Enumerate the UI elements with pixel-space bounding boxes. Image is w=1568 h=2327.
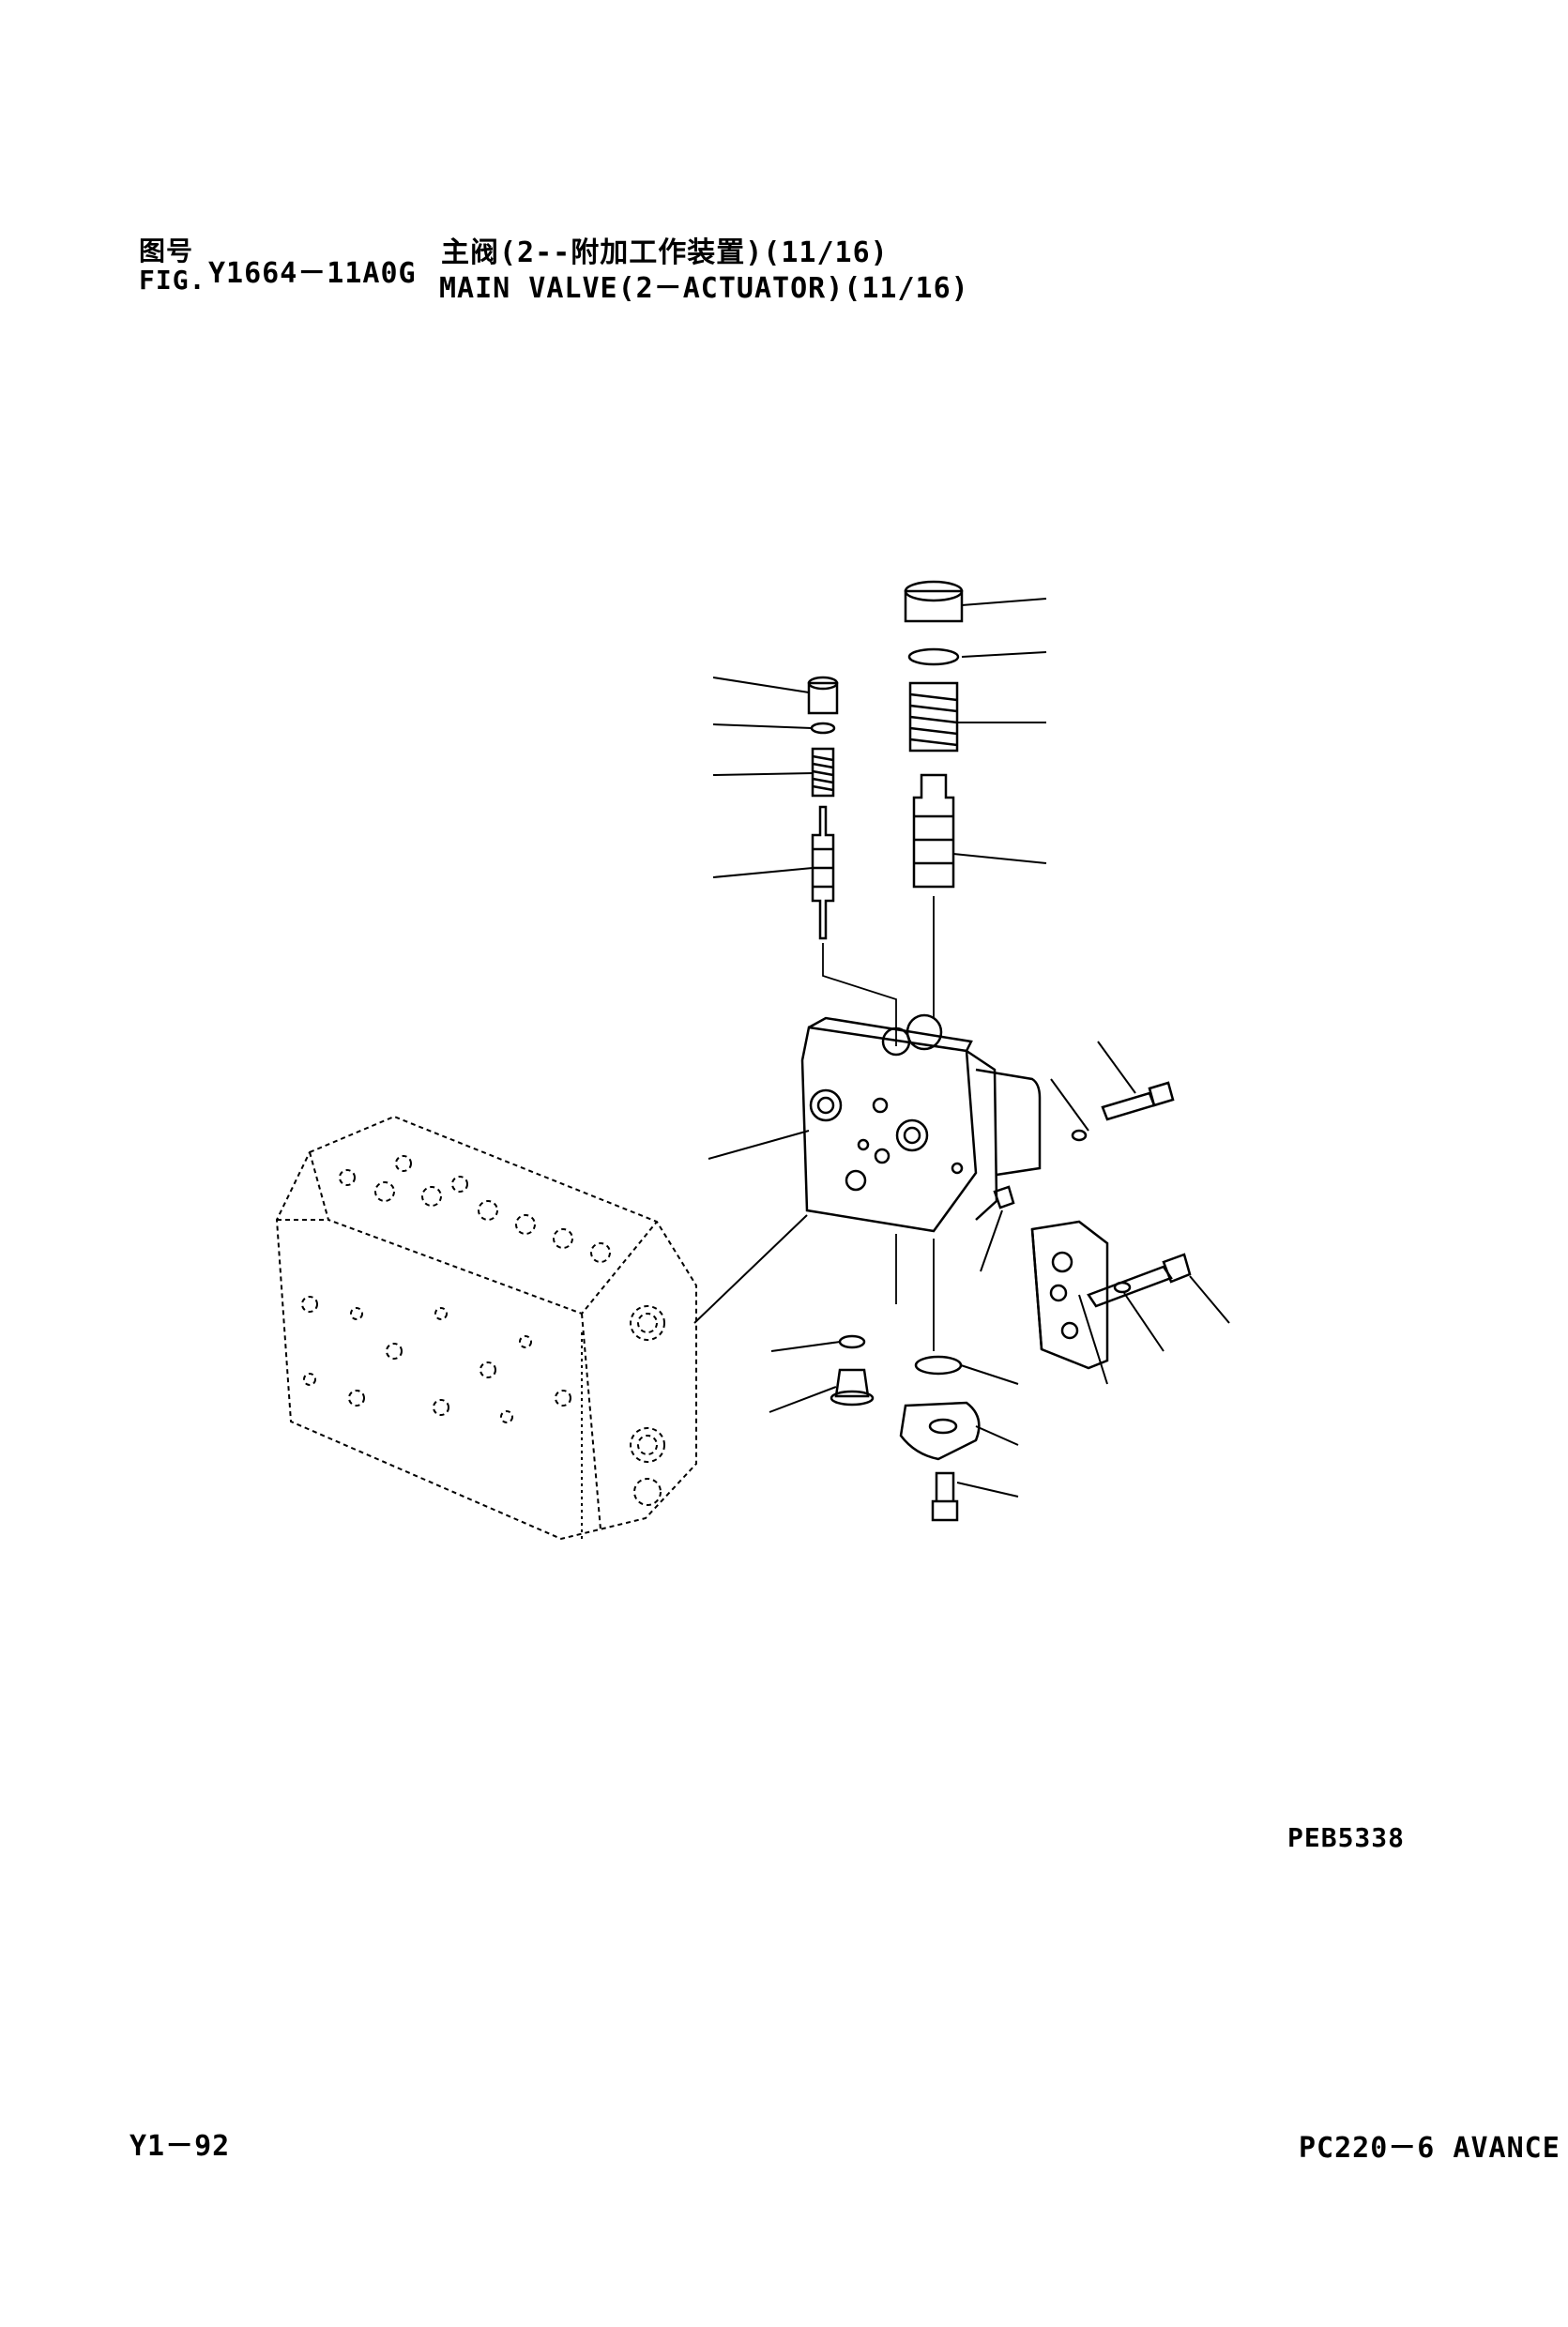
title-english: MAIN VALVE(2－ACTUATOR)(11/16) [439,272,969,305]
lower-parts [831,1234,979,1520]
valve-section-body [802,1015,1040,1231]
drawing-code: PEB5338 [1287,1822,1406,1853]
page-number: Y1－92 [129,2130,231,2163]
side-cover-and-bolts [995,1083,1190,1368]
main-valve-block [277,1117,696,1539]
figure-label-cn: 图号 [139,236,194,266]
figure-label-en: FIG. [139,265,206,296]
right-spring-stack [906,582,962,1018]
left-plunger-stack [809,677,896,1046]
machine-model: PC220－6 AVANCE [1299,2132,1560,2165]
leader-lines [694,599,1229,1497]
figure-number: Y1664－11A0G [208,257,417,290]
title-chinese: 主阀(2--附加工作装置)(11/16) [441,236,889,269]
